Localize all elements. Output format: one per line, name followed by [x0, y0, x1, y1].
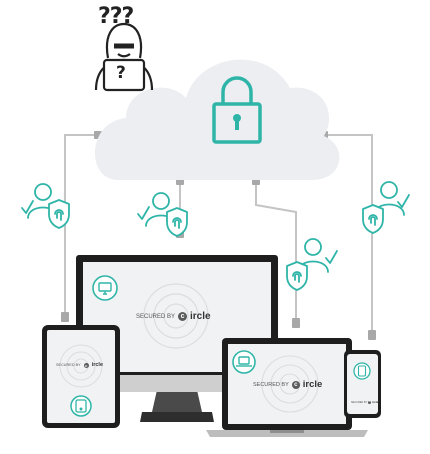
user-badge-3 [286, 238, 338, 291]
cloud-shape [94, 59, 340, 180]
brand-word: ircle [91, 362, 104, 368]
brand-word: ircle [190, 311, 211, 322]
tablet-icon [75, 399, 87, 413]
user-badge-2 [137, 192, 188, 237]
laptop [206, 338, 368, 437]
tablet-brand-label: SECURED BY c ircle [56, 362, 103, 368]
user-badge-4 [362, 181, 410, 234]
tablet-badge [70, 395, 92, 417]
monitor-brand-label: SECURED BY c ircle [136, 311, 211, 322]
hacker-laptop-question-mark: ? [116, 63, 126, 83]
monitor-badge [92, 275, 118, 301]
laptop-brand-label: SECURED BY c ircle [253, 379, 322, 390]
phone-badge [353, 362, 371, 380]
hacker-question-marks: ??? [98, 4, 134, 29]
laptop-icon [236, 356, 252, 367]
circle-logo-icon: c [178, 312, 188, 321]
plug-left-bottom [61, 312, 69, 322]
phone-brand-label: SECURED BY c ircle [351, 400, 378, 404]
user-badge-1 [21, 183, 70, 229]
monitor-stand [152, 390, 202, 412]
circle-logo-icon: c [291, 380, 300, 389]
laptop-base [206, 430, 368, 437]
brand-word: ircle [302, 379, 323, 390]
secured-by-text: SECURED BY [56, 363, 81, 367]
phone-icon [357, 365, 367, 377]
plug-center-right-bottom [292, 318, 300, 328]
phone [344, 350, 381, 418]
monitor-icon [98, 282, 112, 295]
connector-lines [64, 134, 373, 334]
circle-logo-icon: c [83, 362, 89, 368]
secured-by-text: SECURED BY [351, 400, 368, 404]
secured-by-text: SECURED BY [136, 313, 176, 320]
laptop-badge [232, 350, 256, 374]
tablet [42, 325, 120, 428]
plug-right-bottom [368, 330, 376, 340]
connector-right [322, 134, 373, 334]
connector-left [64, 134, 100, 318]
hacker-icon [94, 22, 154, 92]
secured-by-text: SECURED BY [253, 381, 289, 388]
padlock-icon [212, 76, 262, 144]
circle-logo-icon: c [368, 400, 372, 404]
brand-word: ircle [372, 400, 379, 404]
